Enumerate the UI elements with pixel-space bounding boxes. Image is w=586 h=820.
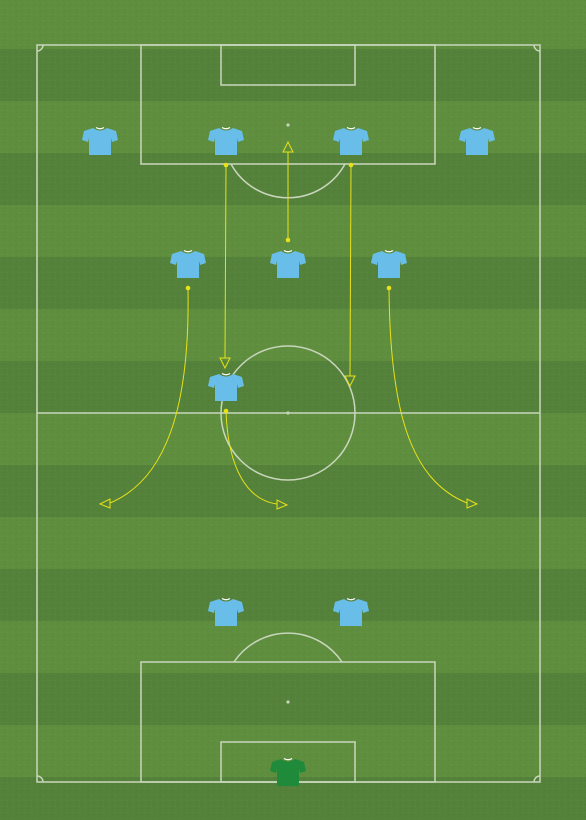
arrowhead-up: [282, 140, 294, 153]
corner-arc-top-right: [533, 44, 541, 52]
arrow-am-down: [225, 410, 278, 505]
arrowhead-right: [466, 498, 479, 509]
center-circle: [220, 345, 356, 481]
arrowhead-down: [344, 375, 356, 388]
top-penalty-spot: [286, 123, 290, 127]
arrow-rm-down: [388, 288, 468, 504]
arrow-origin-dot: [185, 285, 191, 291]
pitch-spots: [286, 123, 290, 704]
arrow-cb-down-left: [224, 165, 227, 359]
arrow-origin-dot: [223, 408, 229, 414]
movement-arrows: [98, 140, 479, 510]
corner-arc-bottom-left: [36, 775, 44, 783]
bottom-penalty-spot: [286, 700, 290, 704]
arrow-origin-dot: [223, 162, 229, 168]
corner-arc-top-left: [36, 44, 44, 52]
top-goal-area: [220, 44, 356, 86]
corner-arc-bottom-right: [533, 775, 541, 783]
bottom-penalty-arc: [233, 632, 343, 663]
arrow-origin-dot: [386, 285, 392, 291]
arrowhead-right: [276, 499, 289, 510]
arrow-origins: [185, 162, 392, 414]
arrow-origin-dot: [348, 162, 354, 168]
arrowhead-down: [219, 357, 231, 370]
center-spot: [286, 411, 290, 415]
arrow-origin-dot: [285, 237, 291, 243]
arrow-cb-down-right: [349, 165, 352, 377]
arrowhead-left: [98, 498, 111, 509]
arrow-lm-down: [109, 288, 189, 504]
